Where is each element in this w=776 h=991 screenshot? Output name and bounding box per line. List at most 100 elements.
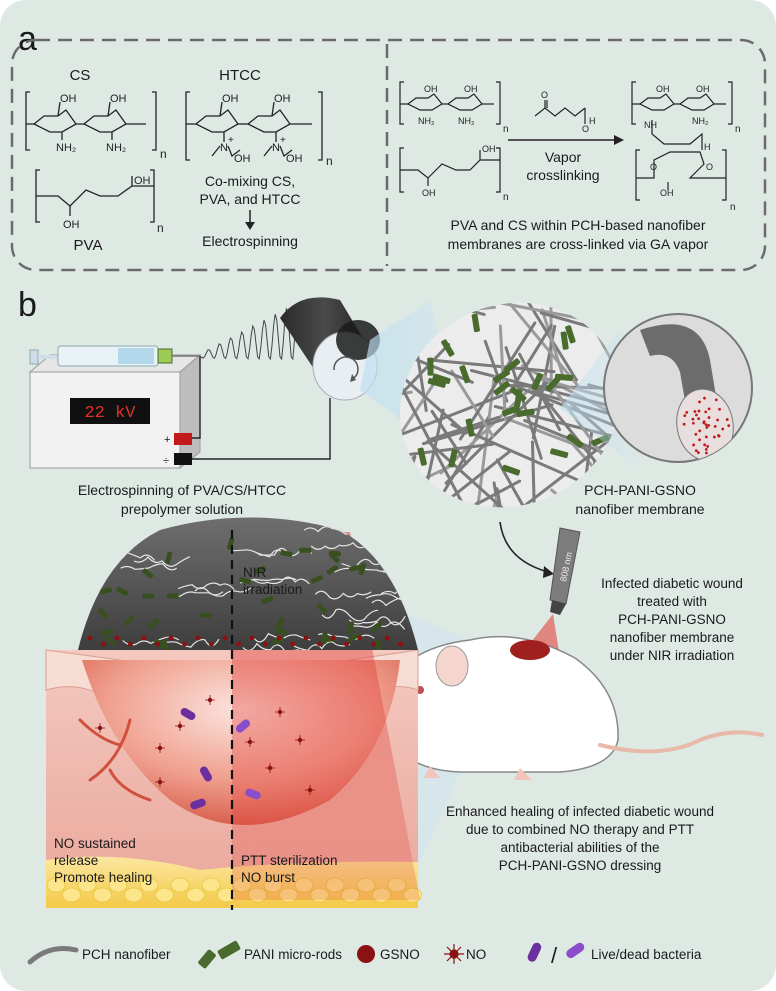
gsno-dot bbox=[694, 449, 698, 453]
mixing-line-2: PVA, and HTCC bbox=[200, 191, 301, 207]
dome-fiber bbox=[310, 542, 368, 550]
no-molecule bbox=[275, 707, 285, 717]
pani-rod bbox=[427, 378, 446, 388]
membrane-fiber bbox=[378, 400, 390, 464]
dome-fiber bbox=[317, 633, 375, 641]
gsno-dot bbox=[717, 434, 721, 438]
infected-caption-3: PCH-PANI-GSNO bbox=[618, 612, 726, 627]
pani-rod bbox=[516, 408, 535, 418]
bacterium bbox=[245, 788, 261, 800]
pani-rod bbox=[514, 389, 523, 408]
dome-rod bbox=[97, 608, 109, 620]
membrane-fiber bbox=[366, 470, 415, 503]
legend-pch-icon bbox=[27, 946, 79, 965]
electrospin-caption-1: Electrospinning of PVA/CS/HTCC bbox=[78, 482, 286, 498]
dome-gsno bbox=[168, 635, 174, 641]
membrane-fiber bbox=[398, 510, 501, 543]
electrospinning-jet bbox=[199, 308, 297, 361]
dome-rod bbox=[370, 621, 383, 633]
dome-rod bbox=[261, 596, 274, 605]
cs-n: n bbox=[160, 147, 167, 161]
cs-label: CS bbox=[70, 67, 91, 84]
bacterium bbox=[200, 766, 212, 782]
legend: PCH nanofiber PANI micro-rods GSNO NO / … bbox=[27, 940, 702, 969]
gsno-dot bbox=[714, 398, 718, 402]
dome-rod bbox=[376, 544, 389, 556]
pva2-oh-2: OH bbox=[482, 144, 496, 154]
pani-rod bbox=[501, 405, 521, 417]
dome-gsno bbox=[290, 641, 295, 647]
wire-positive bbox=[192, 356, 201, 439]
gsno-dot bbox=[696, 451, 700, 455]
plus-sign: + bbox=[164, 434, 170, 446]
dome-gsno bbox=[236, 641, 241, 647]
htcc-plus-1: + bbox=[228, 135, 234, 146]
flow-arrow-head bbox=[543, 566, 554, 578]
dome-fiber bbox=[242, 642, 299, 650]
htcc-oh-4: OH bbox=[286, 153, 303, 165]
gsno-dot bbox=[697, 409, 701, 413]
vapor-line-1: Vapor bbox=[545, 149, 582, 165]
laser-device: 808 nm bbox=[525, 527, 581, 658]
vapor-arrow-head bbox=[614, 135, 624, 145]
dome-fiber bbox=[194, 587, 252, 597]
no-molecule bbox=[205, 695, 215, 705]
gsno-dot bbox=[705, 426, 709, 429]
legend-pani-label: PANI micro-rods bbox=[244, 947, 342, 962]
membrane-fiber bbox=[531, 324, 557, 440]
htcc-plus-2: + bbox=[280, 135, 286, 146]
dome-gsno bbox=[371, 641, 376, 647]
htcc-n-2: N bbox=[272, 142, 280, 154]
pani-rod bbox=[560, 331, 569, 350]
fat-cell bbox=[170, 877, 190, 893]
collector-drum bbox=[280, 297, 380, 401]
infected-caption-2: treated with bbox=[637, 594, 707, 609]
dome-rod bbox=[164, 551, 173, 565]
dome-fiber bbox=[354, 533, 411, 544]
crosslink-caption-1: PVA and CS within PCH-based nanofiber bbox=[451, 217, 706, 233]
no-molecule bbox=[175, 721, 185, 731]
flow-arrow bbox=[499, 521, 549, 573]
dome-gsno bbox=[317, 641, 322, 647]
gsno-dot bbox=[695, 413, 698, 417]
cs2-oh-2: OH bbox=[464, 84, 478, 94]
wound-cross-section bbox=[45, 517, 422, 910]
legend-bacteria-icon bbox=[527, 942, 585, 962]
membrane-fiber bbox=[422, 297, 486, 316]
dome-gsno bbox=[141, 635, 147, 641]
gsno-dot bbox=[703, 396, 706, 400]
dome-rod bbox=[402, 584, 415, 591]
prod-oh-2: OH bbox=[696, 84, 710, 94]
ga-o-2: O bbox=[582, 124, 589, 134]
wire-negative bbox=[192, 398, 331, 460]
pani-rod bbox=[448, 449, 458, 468]
pani-rod bbox=[503, 358, 521, 374]
fat-cell bbox=[108, 877, 128, 893]
dome-rod bbox=[99, 587, 112, 595]
gsno-dot bbox=[707, 423, 711, 427]
dome-gsno bbox=[209, 641, 214, 647]
membrane-fiber bbox=[450, 369, 495, 439]
gsno-dot bbox=[704, 410, 708, 414]
gsno-dot bbox=[727, 424, 731, 428]
wound-site bbox=[510, 640, 550, 660]
gsno-dot bbox=[721, 427, 725, 431]
htcc-n-1: N bbox=[220, 142, 228, 154]
nir-label-2: irradiation bbox=[243, 582, 302, 597]
gsno-dot bbox=[693, 410, 697, 413]
pva-oh-2: OH bbox=[134, 175, 151, 187]
healing-caption-3: antibacterial abilities of the bbox=[500, 840, 659, 855]
syringe-icon bbox=[29, 345, 200, 367]
membrane-fiber bbox=[530, 440, 536, 514]
gsno-dot bbox=[702, 420, 706, 424]
gsno-dot bbox=[712, 435, 716, 439]
cs-nh2-2: NH₂ bbox=[106, 142, 126, 154]
legend-gsno-label: GSNO bbox=[380, 947, 420, 962]
infected-caption-4: nanofiber membrane bbox=[610, 630, 735, 645]
cs-oh-2: OH bbox=[110, 93, 127, 105]
dome-gsno bbox=[249, 635, 255, 641]
htcc-structure bbox=[185, 91, 323, 161]
gsno-dot bbox=[683, 414, 687, 418]
